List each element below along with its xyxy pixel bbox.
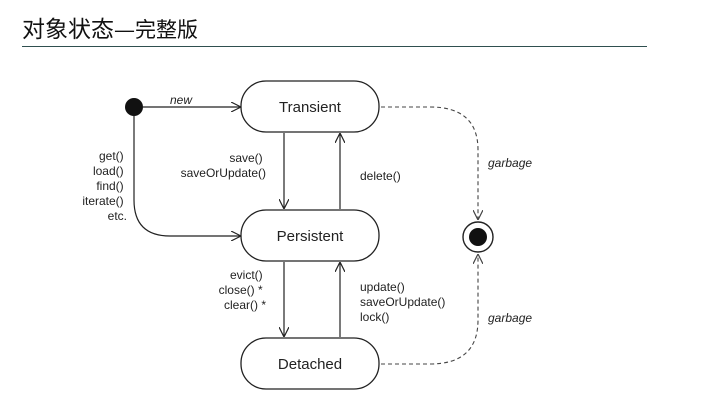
slide-title: 对象状态—完整版 — [22, 10, 198, 44]
reattach-methods-label: update() saveOrUpdate() lock() — [360, 280, 449, 324]
transient-state-label: Transient — [279, 99, 342, 116]
title-main: 对象状态 — [22, 17, 114, 43]
clear-method-label: clear() * — [224, 298, 266, 312]
evict-methods-label: evict() close() * clear() * — [219, 268, 267, 312]
new-label: new — [170, 93, 193, 107]
detached-state — [240, 337, 380, 390]
save-or-update-method-label: saveOrUpdate() — [181, 166, 266, 180]
persistent-state-label: Persistent — [277, 228, 345, 245]
load-method-label: load() — [93, 164, 124, 178]
iterate-method-label: iterate() — [82, 194, 123, 208]
close-method-label: close() * — [219, 283, 263, 297]
garbage-transition-transient — [381, 106, 478, 219]
get-method-label: get() — [99, 149, 124, 163]
evict-method-label: evict() — [230, 268, 263, 282]
query-methods-label: get() load() find() iterate() etc. — [82, 149, 127, 223]
save-or-update-reattach-label: saveOrUpdate() — [360, 295, 445, 309]
garbage-top-label: garbage — [488, 156, 532, 170]
title-sub: —完整版 — [114, 18, 198, 42]
initial-state-dot — [125, 98, 143, 116]
save-methods-label: save() saveOrUpdate() — [181, 151, 266, 180]
garbage-bottom-label: garbage — [488, 311, 532, 325]
title-divider — [22, 46, 647, 47]
transient-state — [240, 80, 380, 133]
final-state-dot — [469, 228, 487, 246]
lock-method-label: lock() — [360, 310, 389, 324]
save-method-label: save() — [229, 151, 262, 165]
delete-label: delete() — [360, 169, 401, 183]
update-method-label: update() — [360, 280, 405, 294]
persistent-state — [240, 209, 380, 262]
find-method-label: find() — [96, 179, 123, 193]
detached-state-label: Detached — [278, 356, 342, 373]
etc-label: etc. — [108, 209, 127, 223]
query-transition-arrow — [133, 116, 240, 236]
garbage-transition-detached — [381, 255, 478, 365]
